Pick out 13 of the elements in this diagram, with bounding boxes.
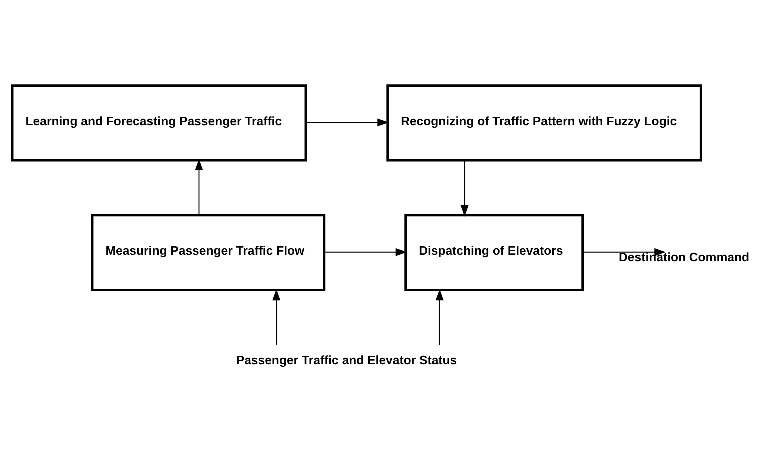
arrow xyxy=(582,248,666,256)
node-box: Measuring Passenger Traffic Flow xyxy=(91,214,326,292)
arrow xyxy=(306,118,389,127)
arrow xyxy=(436,289,444,346)
arrow xyxy=(324,248,408,256)
node-box: Recognizing of Traffic Pattern with Fuzzy Logic xyxy=(386,84,702,162)
node-box: Learning and Forecasting Passenger Traffic xyxy=(11,84,308,162)
arrow xyxy=(272,289,281,346)
node-text: Passenger Traffic and Elevator Status xyxy=(236,353,458,368)
edge-label: Destination Command xyxy=(619,250,750,264)
node-box: Dispatching of Elevators xyxy=(404,214,584,292)
arrow xyxy=(460,160,469,217)
arrow xyxy=(195,159,204,216)
